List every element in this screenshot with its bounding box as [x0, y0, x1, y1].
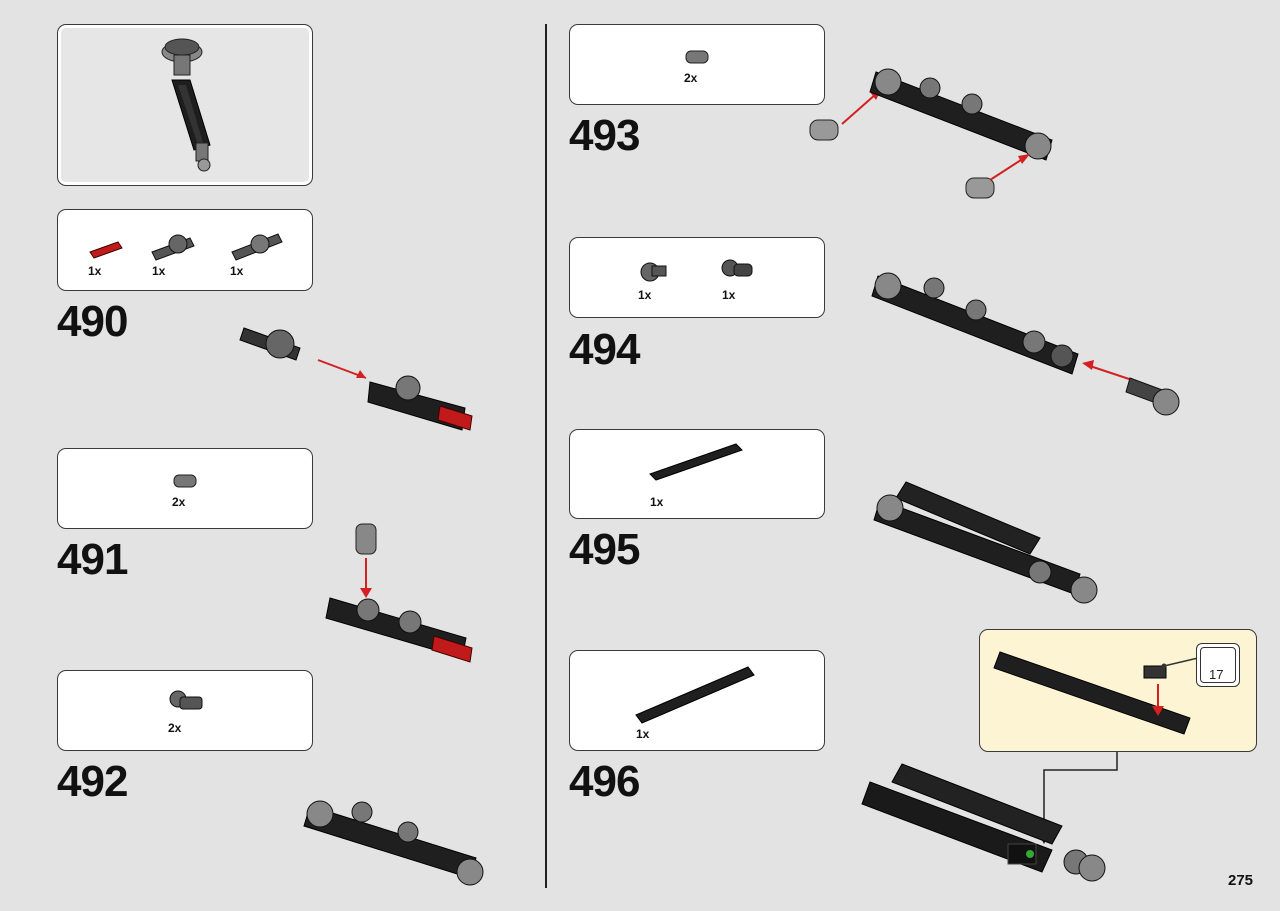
- pin-connector-icon: [721, 259, 753, 277]
- qty-490-1: 1x: [88, 264, 102, 278]
- sticker-sheet-icon: 17: [1196, 643, 1240, 687]
- subassembly-box: [57, 24, 313, 186]
- qty-490-3: 1x: [230, 264, 244, 278]
- sticker-sheet-inner: [1200, 647, 1236, 683]
- tile-plate-icon: [649, 443, 743, 481]
- axle-pin-connector-icon: [231, 233, 283, 261]
- step-496-illustration: [861, 763, 1106, 882]
- qty-494-1: 1x: [638, 288, 652, 302]
- qty-491-1: 2x: [172, 495, 186, 509]
- pin-connector-icon: [173, 474, 197, 488]
- parts-box-496: 1x: [569, 650, 825, 751]
- step-492-illustration: [303, 800, 484, 886]
- tile-plate-with-sticker-icon: [993, 651, 1191, 735]
- parts-box-493: 2x: [569, 24, 825, 105]
- sticker-connector-line: [1161, 657, 1199, 669]
- page-number: 275: [1228, 872, 1254, 889]
- axle-connector-icon: [151, 234, 195, 261]
- step-495-illustration: [873, 481, 1098, 604]
- qty-492-1: 2x: [168, 721, 182, 735]
- step-number-490: 490: [57, 297, 128, 346]
- qty-496-1: 1x: [636, 727, 650, 741]
- parts-box-490: 1x 1x 1x: [57, 209, 313, 291]
- column-divider: [545, 24, 547, 888]
- axle-pin-connector-icon: [169, 690, 203, 710]
- step-490-illustration: [239, 327, 473, 431]
- pin-connector-icon: [685, 50, 709, 64]
- step-494-illustration: [871, 272, 1180, 416]
- qty-490-2: 1x: [152, 264, 166, 278]
- parts-box-494: 1x 1x: [569, 237, 825, 318]
- step-number-492: 492: [57, 757, 128, 806]
- parts-box-492: 2x: [57, 670, 313, 751]
- axle-connector-icon: [640, 262, 667, 282]
- qty-493-1: 2x: [684, 71, 698, 85]
- step-493-illustration: [809, 68, 1053, 199]
- step-number-491: 491: [57, 535, 128, 584]
- step-number-493: 493: [569, 111, 640, 160]
- qty-494-2: 1x: [722, 288, 736, 302]
- parts-box-491: 2x: [57, 448, 313, 529]
- qty-495-1: 1x: [650, 495, 664, 509]
- step-491-illustration: [325, 523, 473, 663]
- parts-box-495: 1x: [569, 429, 825, 519]
- step-number-494: 494: [569, 325, 640, 374]
- tile-plate-icon: [635, 666, 755, 724]
- step-number-495: 495: [569, 525, 640, 574]
- red-axle-icon: [89, 241, 123, 259]
- sticker-sheet-number: 17: [1209, 667, 1224, 682]
- shock-absorber-subassembly-icon: [161, 38, 211, 172]
- step-number-496: 496: [569, 757, 640, 806]
